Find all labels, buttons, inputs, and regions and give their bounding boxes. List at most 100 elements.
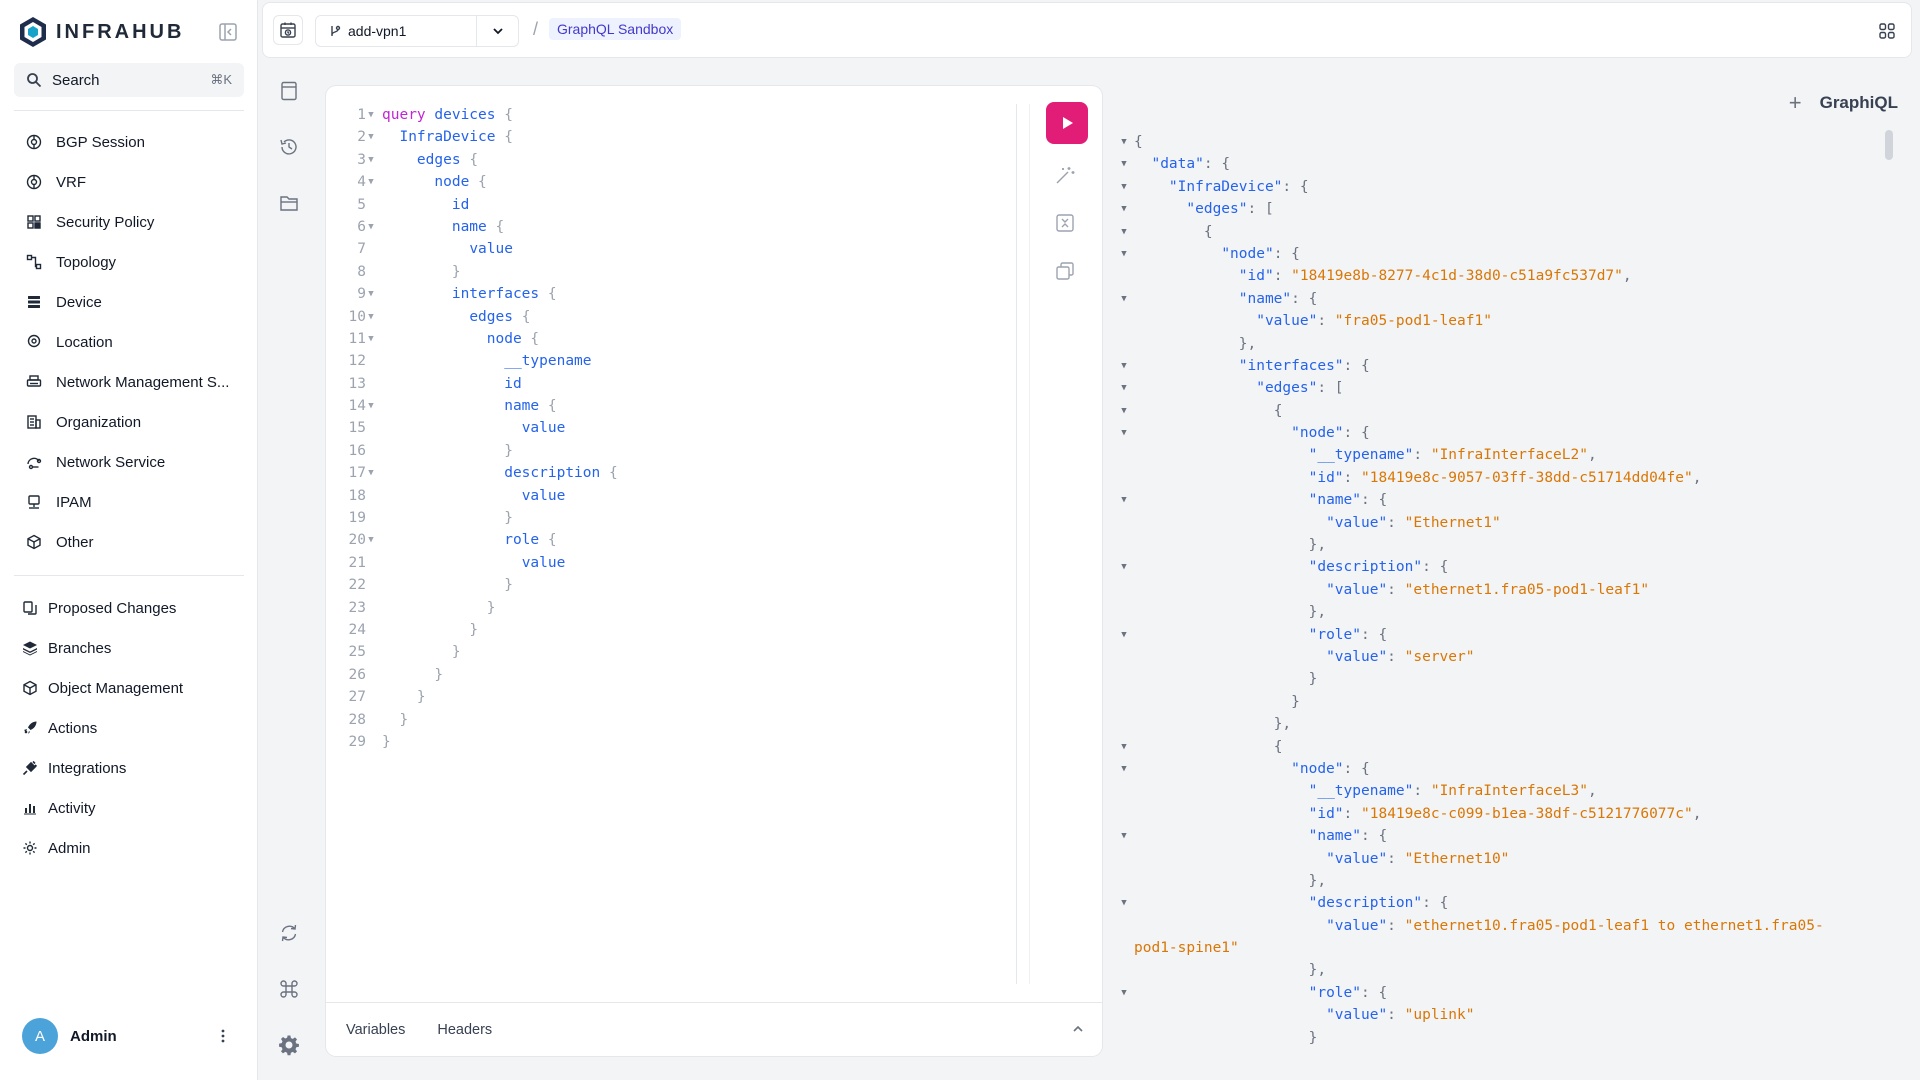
code-line[interactable]: 13 id — [326, 373, 1016, 395]
infrahub-logo[interactable]: INFRAHUB — [18, 14, 184, 50]
fold-toggle-icon[interactable] — [366, 641, 376, 663]
branch-selector[interactable]: add-vpn1 — [315, 15, 519, 47]
fold-toggle-icon[interactable] — [366, 417, 376, 439]
code-line[interactable]: 5 id — [326, 194, 1016, 216]
sidebar-item-object-management[interactable]: Object Management — [14, 668, 244, 708]
prettify-button[interactable] — [1054, 164, 1080, 190]
sidebar-item-integrations[interactable]: Integrations — [14, 748, 244, 788]
fold-toggle-icon[interactable]: ▼ — [1121, 248, 1127, 259]
code-line[interactable]: 28 } — [326, 709, 1016, 731]
fold-toggle-icon[interactable]: ▼ — [368, 468, 374, 479]
explorer-button[interactable] — [278, 192, 302, 216]
user-menu[interactable]: A Admin — [22, 1018, 232, 1054]
fold-toggle-icon[interactable]: ▼ — [1121, 159, 1127, 170]
sidebar-item-bgp-session[interactable]: BGP Session — [14, 122, 244, 162]
fold-toggle-icon[interactable]: ▼ — [1121, 226, 1127, 237]
fold-toggle-icon[interactable]: ▼ — [368, 289, 374, 300]
sidebar-item-activity[interactable]: Activity — [14, 788, 244, 828]
fold-toggle-icon[interactable] — [366, 731, 376, 753]
fold-toggle-icon[interactable]: ▼ — [1121, 831, 1127, 842]
fold-toggle-icon[interactable]: ▼ — [1121, 428, 1127, 439]
sidebar-item-other[interactable]: Other — [14, 522, 244, 562]
fold-toggle-icon[interactable]: ▼ — [368, 535, 374, 546]
fold-toggle-icon[interactable]: ▼ — [368, 221, 374, 232]
code-line[interactable]: 1▼query devices { — [326, 104, 1016, 126]
code-line[interactable]: 26 } — [326, 664, 1016, 686]
code-line[interactable]: 22 } — [326, 574, 1016, 596]
fold-toggle-icon[interactable] — [366, 597, 376, 619]
fold-toggle-icon[interactable]: ▼ — [1121, 629, 1127, 640]
result-scrollbar[interactable] — [1884, 130, 1894, 1055]
branch-dropdown-toggle[interactable] — [476, 16, 518, 46]
scrollbar-thumb[interactable] — [1885, 130, 1893, 160]
fold-toggle-icon[interactable]: ▼ — [1121, 293, 1127, 304]
more-vertical-icon[interactable] — [214, 1027, 232, 1045]
sidebar-item-proposed-changes[interactable]: Proposed Changes — [14, 588, 244, 628]
sidebar-collapse-icon[interactable] — [218, 22, 238, 42]
sidebar-item-security-policy[interactable]: Security Policy — [14, 202, 244, 242]
fold-toggle-icon[interactable] — [366, 574, 376, 596]
apps-button[interactable] — [1873, 17, 1901, 45]
fold-toggle-icon[interactable]: ▼ — [1121, 987, 1127, 998]
fold-toggle-icon[interactable] — [366, 507, 376, 529]
fold-toggle-icon[interactable]: ▼ — [368, 110, 374, 120]
fold-toggle-icon[interactable]: ▼ — [1121, 137, 1127, 147]
settings-button[interactable] — [278, 1034, 302, 1058]
fold-toggle-icon[interactable]: ▼ — [1121, 495, 1127, 506]
code-line[interactable]: 29} — [326, 731, 1016, 753]
sidebar-item-organization[interactable]: Organization — [14, 402, 244, 442]
fold-toggle-icon[interactable]: ▼ — [1121, 898, 1127, 909]
fold-toggle-icon[interactable]: ▼ — [1121, 763, 1127, 774]
fold-toggle-icon[interactable]: ▼ — [368, 132, 374, 143]
fold-toggle-icon[interactable] — [366, 194, 376, 216]
code-line[interactable]: 19 } — [326, 507, 1016, 529]
search-button[interactable]: Search ⌘K — [14, 63, 244, 97]
time-travel-button[interactable] — [273, 15, 303, 45]
sidebar-item-network-management[interactable]: Network Management S... — [14, 362, 244, 402]
code-line[interactable]: 24 } — [326, 619, 1016, 641]
code-line[interactable]: 23 } — [326, 597, 1016, 619]
docs-button[interactable] — [278, 80, 302, 104]
sidebar-item-network-service[interactable]: Network Service — [14, 442, 244, 482]
chevron-up-icon[interactable] — [1070, 1021, 1086, 1037]
sidebar-item-ipam[interactable]: IPAM — [14, 482, 244, 522]
sidebar-item-topology[interactable]: Topology — [14, 242, 244, 282]
fold-toggle-icon[interactable] — [366, 552, 376, 574]
code-line[interactable]: 9▼ interfaces { — [326, 283, 1016, 305]
code-line[interactable]: 20▼ role { — [326, 529, 1016, 551]
query-editor[interactable]: 1▼query devices {2▼ InfraDevice {3▼ edge… — [326, 104, 1016, 753]
fold-toggle-icon[interactable]: ▼ — [368, 311, 374, 322]
shortcuts-button[interactable] — [278, 978, 302, 1002]
fold-toggle-icon[interactable]: ▼ — [368, 154, 374, 165]
code-line[interactable]: 27 } — [326, 686, 1016, 708]
code-line[interactable]: 12 __typename — [326, 350, 1016, 372]
fold-toggle-icon[interactable] — [366, 664, 376, 686]
code-line[interactable]: 18 value — [326, 485, 1016, 507]
tab-headers[interactable]: Headers — [437, 1021, 493, 1038]
fold-toggle-icon[interactable]: ▼ — [368, 333, 374, 344]
execute-query-button[interactable] — [1046, 102, 1088, 144]
breadcrumb-graphql-sandbox[interactable]: GraphQL Sandbox — [549, 18, 682, 40]
fold-toggle-icon[interactable]: ▼ — [1121, 383, 1127, 394]
code-line[interactable]: 14▼ name { — [326, 395, 1016, 417]
fold-toggle-icon[interactable] — [366, 440, 376, 462]
code-line[interactable]: 4▼ node { — [326, 171, 1016, 193]
sidebar-item-actions[interactable]: Actions — [14, 708, 244, 748]
code-line[interactable]: 2▼ InfraDevice { — [326, 126, 1016, 148]
fold-toggle-icon[interactable] — [366, 709, 376, 731]
fold-toggle-icon[interactable] — [366, 238, 376, 260]
fold-toggle-icon[interactable] — [366, 373, 376, 395]
code-line[interactable]: 17▼ description { — [326, 462, 1016, 484]
code-line[interactable]: 6▼ name { — [326, 216, 1016, 238]
fold-toggle-icon[interactable] — [366, 686, 376, 708]
fold-toggle-icon[interactable] — [366, 261, 376, 283]
fold-toggle-icon[interactable] — [366, 619, 376, 641]
sidebar-item-branches[interactable]: Branches — [14, 628, 244, 668]
fold-toggle-icon[interactable]: ▼ — [368, 401, 374, 412]
fold-toggle-icon[interactable]: ▼ — [1121, 204, 1127, 215]
code-line[interactable]: 7 value — [326, 238, 1016, 260]
fold-toggle-icon[interactable]: ▼ — [368, 177, 374, 188]
code-line[interactable]: 10▼ edges { — [326, 306, 1016, 328]
tab-variables[interactable]: Variables — [346, 1021, 406, 1038]
fold-toggle-icon[interactable]: ▼ — [1121, 360, 1127, 371]
